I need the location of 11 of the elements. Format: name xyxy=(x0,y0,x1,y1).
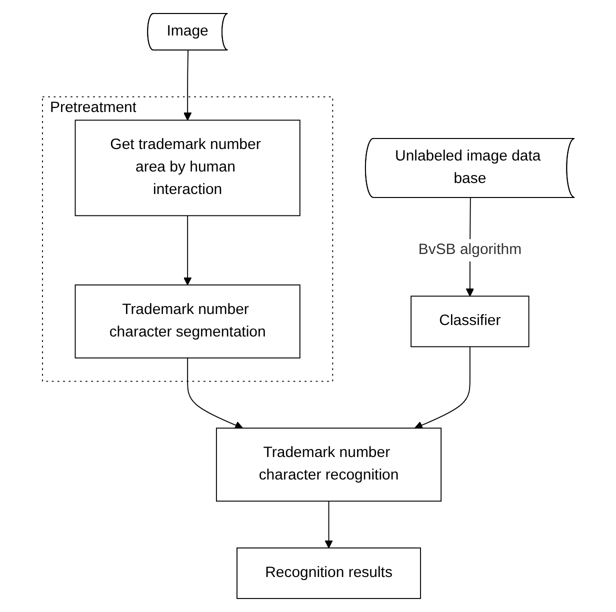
arrow xyxy=(324,500,332,548)
edge-label: BvSB algorithm xyxy=(418,242,522,258)
node-box: Trademark number character recognition xyxy=(215,428,442,502)
arrow xyxy=(182,50,192,121)
node-box: Trademark number character segmentation xyxy=(74,284,300,358)
node-box: Classifier xyxy=(410,296,529,348)
arrow xyxy=(182,215,192,286)
arrow xyxy=(186,357,243,430)
node-box: Recognition results xyxy=(236,547,420,599)
node-box: Get trademark number area by human interaction xyxy=(74,120,300,216)
arrow xyxy=(414,346,470,430)
